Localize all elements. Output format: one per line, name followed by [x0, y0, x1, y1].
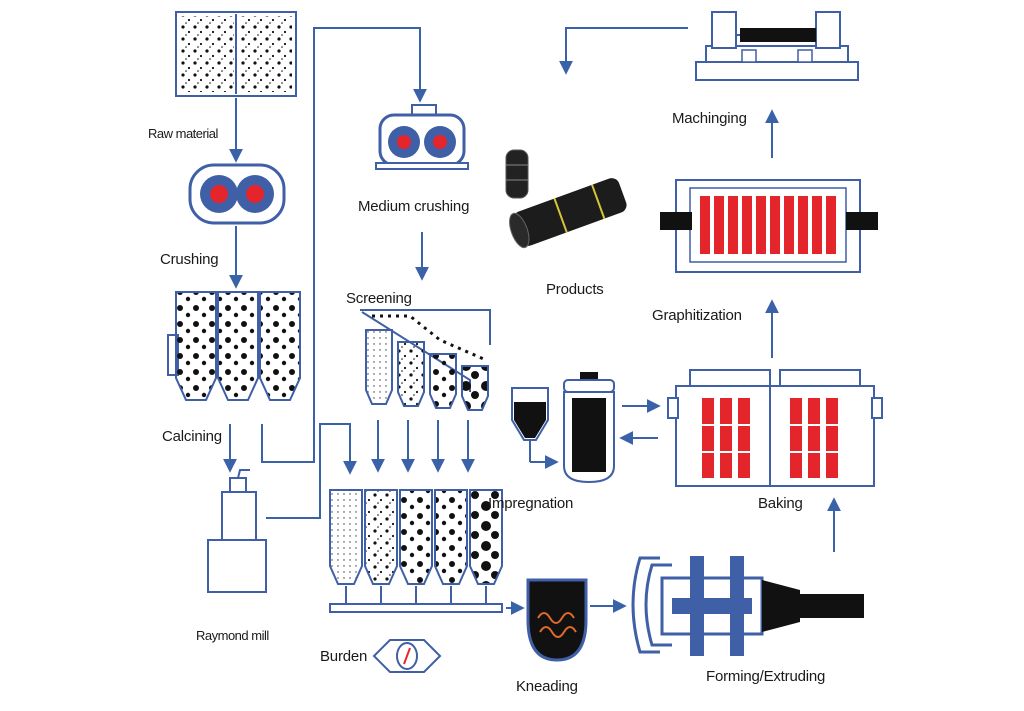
label-products: Products [546, 281, 604, 298]
label-kneading: Kneading [516, 678, 578, 695]
label-impregnation: Impregnation [488, 495, 574, 512]
label-raw-material: Raw material [148, 126, 218, 141]
raymond-mill [207, 469, 267, 593]
burden-weigher [372, 639, 442, 673]
machining-lathe [695, 11, 859, 81]
graphitization-furnace [660, 179, 878, 273]
label-machining: Machinging [672, 110, 747, 127]
baking-furnace [667, 369, 883, 487]
label-baking: Baking [758, 495, 803, 512]
label-raymond-mill: Raymond mill [196, 628, 269, 643]
calcining-silos [167, 291, 301, 401]
label-graphitization: Graphitization [652, 307, 742, 324]
raw-material-bin [175, 11, 297, 97]
label-medium-crushing: Medium crushing [358, 198, 470, 215]
crusher-machine [188, 163, 286, 225]
label-burden: Burden [320, 648, 368, 665]
burden-silos [329, 489, 503, 613]
graphite-electrode-products [505, 149, 627, 249]
label-forming-extruding: Forming/Extruding [706, 668, 826, 685]
label-crushing: Crushing [160, 251, 219, 268]
kneading-mixer [526, 578, 588, 662]
flow-connectors [223, 27, 841, 615]
impregnation-tanks [511, 372, 615, 484]
medium-crusher [375, 104, 469, 170]
label-screening: Screening [346, 290, 412, 307]
label-calcining: Calcining [162, 428, 222, 445]
extruding-press [631, 556, 864, 656]
screening-bins [360, 309, 491, 411]
